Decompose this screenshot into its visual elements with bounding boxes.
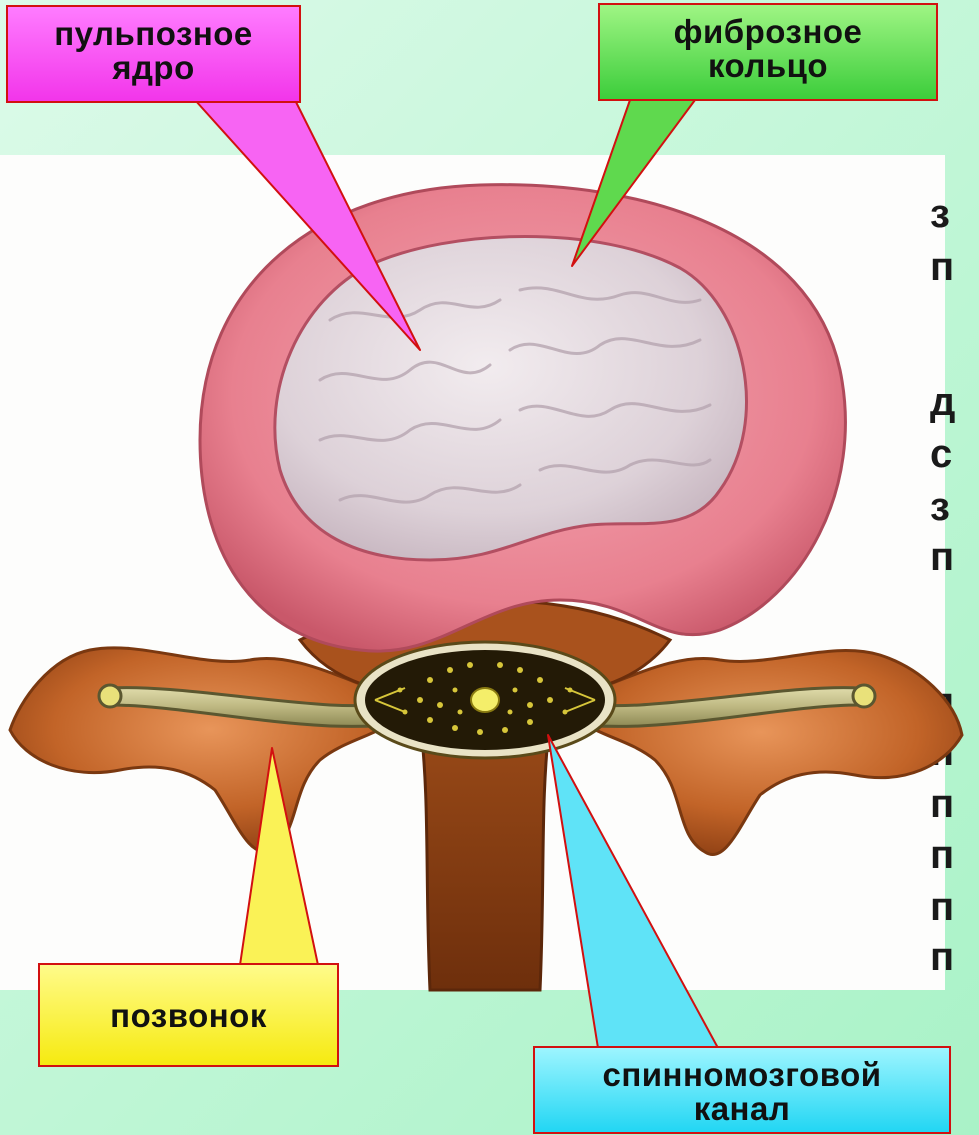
nucleus-label-line2: ядро: [8, 51, 299, 85]
canal-label-line2: канал: [535, 1092, 949, 1126]
spinal-canal: [355, 642, 615, 758]
nucleus-pulposus-label: пульпозное ядро: [6, 5, 301, 103]
annulus-fibrosus-label: фиброзное кольцо: [598, 3, 938, 101]
canal-label-line1: спинномозговой: [535, 1058, 949, 1092]
vertebra-label: позвонок: [38, 963, 339, 1067]
spinal-canal-label: спинномозговой канал: [533, 1046, 951, 1134]
annulus-label-line2: кольцо: [600, 49, 936, 83]
intervertebral-disc: [200, 185, 845, 651]
vertebra-label-text: позвонок: [40, 999, 337, 1033]
annulus-label-line1: фиброзное: [600, 15, 936, 49]
nucleus-label-line1: пульпозное: [8, 17, 299, 51]
